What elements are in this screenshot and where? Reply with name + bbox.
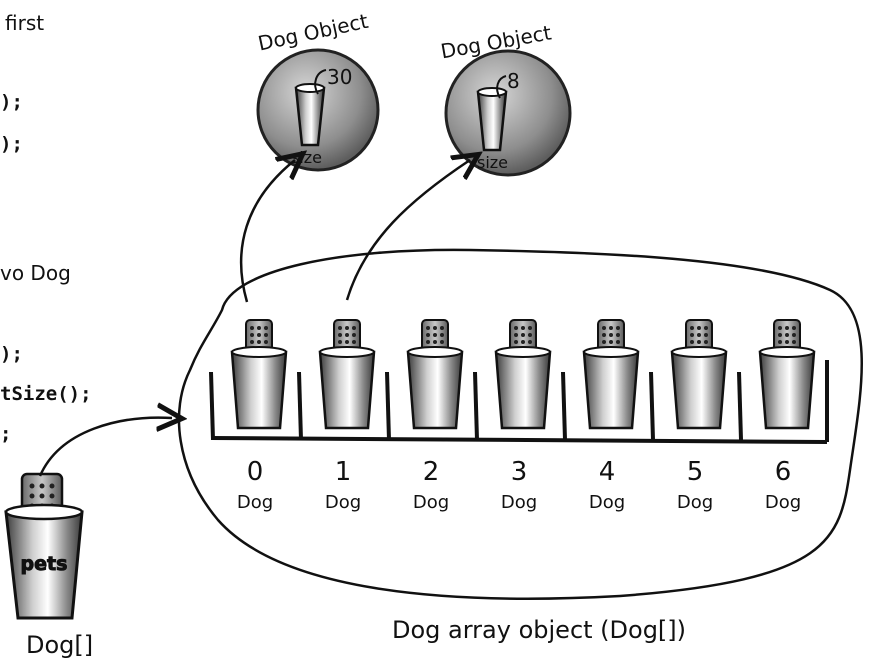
- array-object-outline: [177, 248, 863, 600]
- dog-object-2-size-cup: [476, 90, 508, 152]
- dog-object-2-field: size: [477, 153, 508, 172]
- array-index-label: 0: [247, 457, 264, 487]
- dog-object-2-value: 8: [507, 69, 520, 93]
- dog-object-1-value-arrow: [314, 69, 327, 95]
- array-cell-cup: [670, 350, 728, 430]
- code-line-4: tSize();: [0, 383, 92, 405]
- array-cell-divider: [385, 371, 391, 441]
- pets-type-label: Dog[]: [26, 631, 93, 659]
- pets-reference-arrow: [38, 418, 172, 477]
- array-cell-cup: [582, 350, 640, 430]
- array-cell-divider: [209, 371, 215, 441]
- array-cell-divider: [473, 371, 479, 441]
- code-line-dog: vo Dog: [0, 261, 71, 285]
- code-line-1: );: [0, 91, 23, 113]
- array-cell-type-label: Dog: [501, 492, 537, 513]
- dog-object-2-circle: [444, 49, 572, 177]
- dog-object-1-field: size: [291, 148, 322, 167]
- array-cell-divider: [297, 371, 303, 441]
- code-line-5: ;: [0, 423, 11, 445]
- array-index-label: 2: [423, 457, 440, 487]
- code-fragments: first ); ); vo Dog ); tSize(); ;: [0, 11, 92, 445]
- array-index-label: 3: [511, 457, 528, 487]
- pets-reference-variable: pets Dog[]: [4, 418, 172, 659]
- pets-variable-name: pets: [21, 553, 68, 575]
- dog-object-2: Dog Object 8 size: [439, 20, 572, 177]
- code-line-2: );: [0, 133, 23, 155]
- array-cell-type-label: Dog: [589, 492, 625, 513]
- array-cell-type-label: Dog: [765, 492, 801, 513]
- array-cell-type-label: Dog: [237, 492, 273, 513]
- code-line-3: );: [0, 343, 23, 365]
- dog-object-1-size-cup: [294, 86, 326, 147]
- dog-object-1: Dog Object 30 size: [256, 9, 380, 172]
- array-cell-cup: [230, 350, 288, 430]
- array-index-label: 5: [687, 457, 704, 487]
- array-cell-cup: [494, 350, 552, 430]
- array-cell-cup: [406, 350, 464, 430]
- array-index-label: 6: [775, 457, 792, 487]
- reference-arrow-0: [239, 160, 295, 303]
- array-cell-divider: [561, 371, 567, 441]
- array-cell-cup: [758, 350, 816, 430]
- array-cell-cup: [318, 350, 376, 430]
- dog-object-2-value-arrow: [496, 75, 507, 99]
- dog-object-1-value: 30: [327, 65, 352, 89]
- array-cell-divider: [737, 371, 743, 441]
- dog-object-1-title: Dog Object: [256, 9, 371, 56]
- array-index-label: 4: [599, 457, 616, 487]
- array-cell-divider: [649, 371, 655, 441]
- code-line-first: first: [5, 11, 44, 35]
- array-shelf: [210, 436, 828, 444]
- array-cell-type-label: Dog: [677, 492, 713, 513]
- array-cell-type-label: Dog: [325, 492, 361, 513]
- reference-arrow-1: [345, 160, 470, 301]
- array-cell-type-label: Dog: [413, 492, 449, 513]
- array-index-label: 1: [335, 457, 352, 487]
- array-caption: Dog array object (Dog[]): [392, 616, 686, 644]
